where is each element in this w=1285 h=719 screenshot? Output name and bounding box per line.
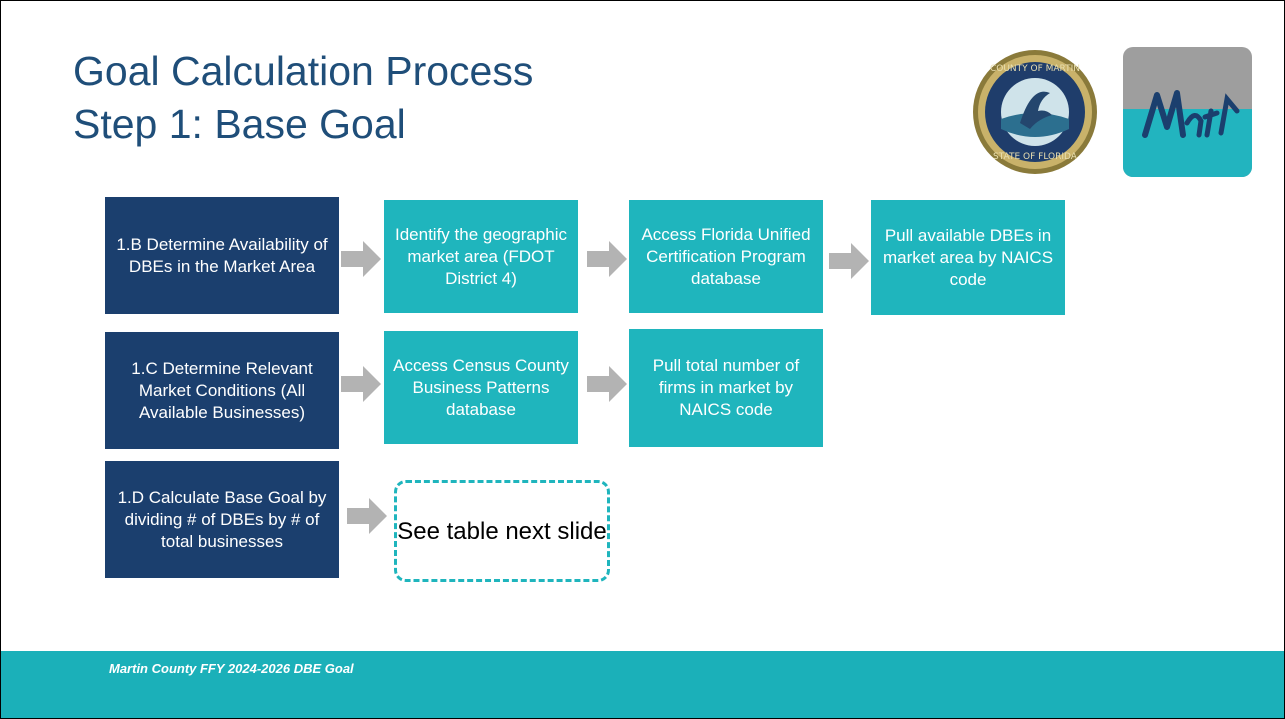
arrow-icon <box>587 366 627 402</box>
arrow-icon <box>341 366 381 402</box>
county-seal-logo: COUNTY OF MARTIN STATE OF FLORIDA <box>973 50 1097 174</box>
slide-title: Goal Calculation Process Step 1: Base Go… <box>73 45 533 151</box>
access-census-cbp-box: Access Census County Business Patterns d… <box>384 331 578 444</box>
identify-market-area-box: Identify the geographic market area (FDO… <box>384 200 578 313</box>
svg-text:COUNTY OF MARTIN: COUNTY OF MARTIN <box>990 64 1080 74</box>
step-1b-box: 1.B Determine Availability of DBEs in th… <box>105 197 339 314</box>
pull-total-firms-box: Pull total number of firms in market by … <box>629 329 823 447</box>
arrow-icon <box>347 498 387 534</box>
footer-text: Martin County FFY 2024-2026 DBE Goal <box>109 661 354 676</box>
step-1d-box: 1.D Calculate Base Goal by dividing # of… <box>105 461 339 578</box>
title-line-2: Step 1: Base Goal <box>73 101 406 147</box>
arrow-icon <box>829 243 869 279</box>
arrow-icon <box>587 241 627 277</box>
footer-bar <box>1 651 1284 718</box>
svg-text:STATE OF FLORIDA: STATE OF FLORIDA <box>993 152 1078 162</box>
pull-available-dbes-box: Pull available DBEs in market area by NA… <box>871 200 1065 315</box>
step-1c-box: 1.C Determine Relevant Market Conditions… <box>105 332 339 449</box>
arrow-icon <box>341 241 381 277</box>
access-florida-ucp-box: Access Florida Unified Certification Pro… <box>629 200 823 313</box>
martin-brand-logo <box>1123 47 1252 177</box>
see-table-note: See table next slide <box>394 480 610 582</box>
title-line-1: Goal Calculation Process <box>73 48 534 94</box>
